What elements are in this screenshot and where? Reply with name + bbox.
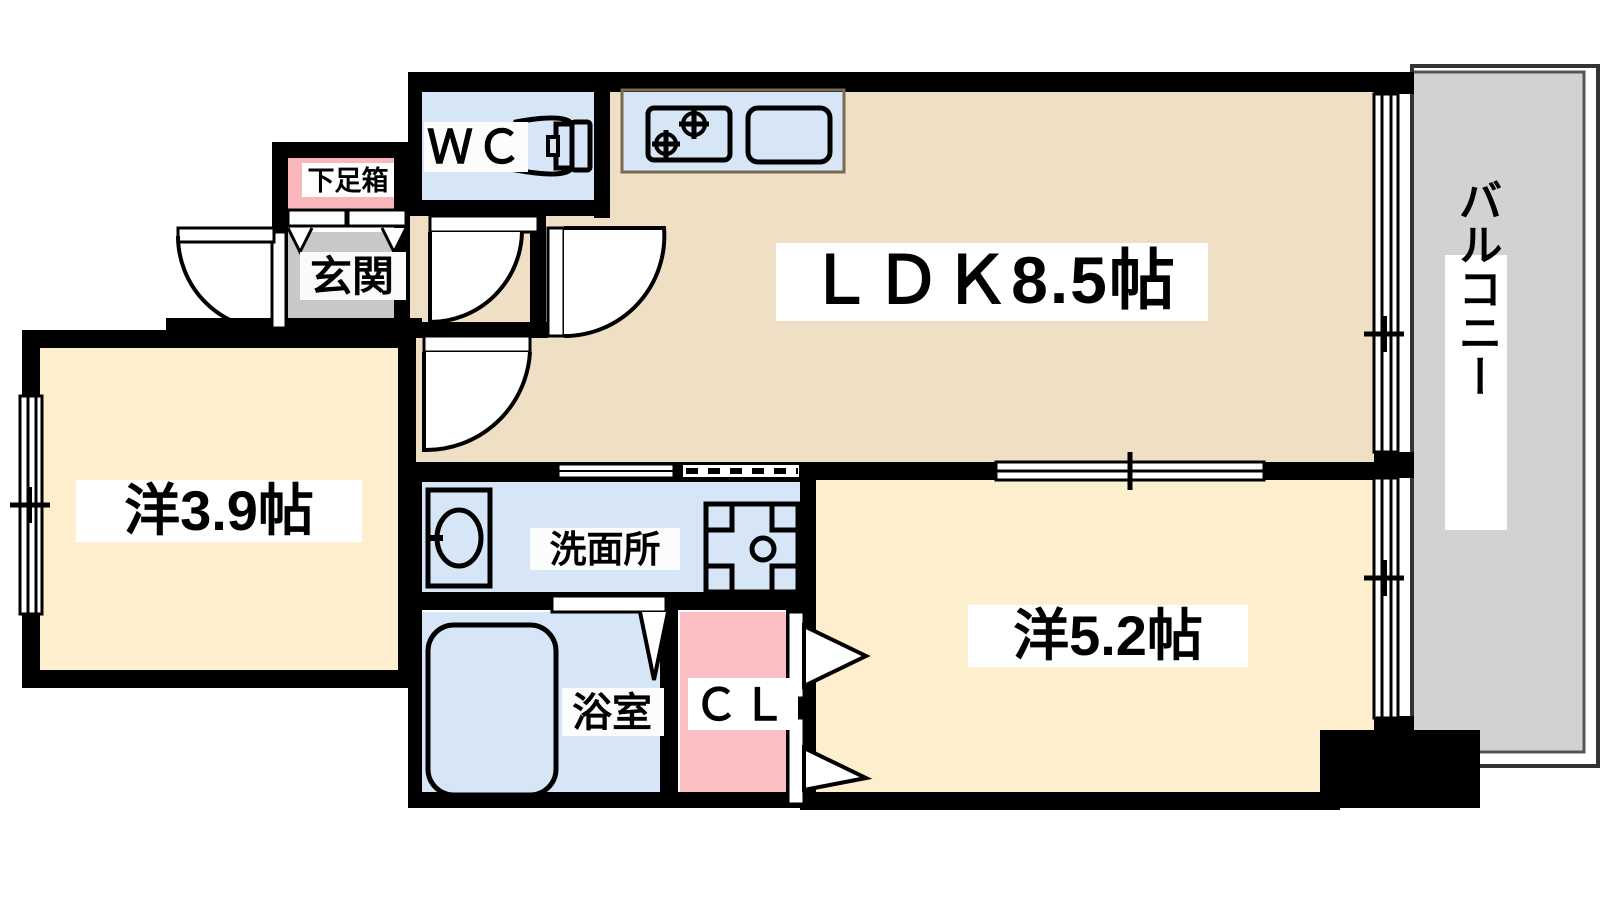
wc-door[interactable] [428,214,540,325]
wall-w2-bottom [800,792,1340,810]
western1-label: 洋3.9帖 [124,479,314,542]
shoe-cabinet-doors[interactable] [286,208,408,256]
ldk-door[interactable] [546,226,667,339]
western-room-1-window[interactable] [10,394,50,616]
wall-corridor-right [530,208,546,338]
shoebox-label-bg [302,163,394,197]
washroom-door[interactable] [556,462,676,480]
wall-w1-bottom [22,670,416,688]
genkan-label-bg [300,252,406,300]
kitchen-counter-outline [620,88,846,174]
wall-water-left [408,462,422,806]
wall-wc-bottom [408,200,610,216]
ldk-label: ＬＤＫ8.5帖 [807,243,1177,317]
western1-label-bg [76,480,362,542]
bedroom-north-window[interactable] [994,452,1266,490]
ldk-bedroom-partition[interactable] [681,463,801,479]
bathroom-door[interactable] [550,594,670,681]
bath-label-bg [562,688,664,736]
openings [10,92,1404,806]
shoebox-label: 下足箱 [308,165,389,196]
ldk-label-bg [776,243,1208,321]
washroom-label: 洗面所 [550,529,661,570]
balcony-label: バルコニー [1452,178,1501,398]
genkan-label: 玄関 [310,253,394,300]
stove-burner-back [679,109,709,139]
wall-wc-right [594,72,610,218]
wc-label-bg [424,122,528,172]
stove-burner-front [652,130,680,158]
bedroom-balcony-sash[interactable] [1364,476,1404,720]
vanity-basin-icon [425,487,493,589]
wall-corridor-bottom [408,322,548,338]
closet-label: ＣＬ [694,681,790,730]
wall-w1-left-upper [22,330,40,396]
washroom-label-bg [530,528,680,570]
wall-corner-notch [1320,730,1396,808]
wall-shoebox-top [272,142,420,158]
wall-balcony-pillar-top [1374,72,1414,94]
western-room-1-door[interactable] [422,334,532,453]
western2-label-bg [968,605,1248,667]
kitchen-sink-icon [745,105,833,165]
western2-label: 洋5.2帖 [1013,604,1203,667]
wall-w1-top [22,330,414,348]
balcony-outer-rail [1410,64,1600,768]
closet-folding-doors[interactable] [786,610,873,806]
entrance-door[interactable] [176,226,288,332]
bathtub-icon [425,622,559,798]
ldk-balcony-sash[interactable] [1364,92,1404,454]
wall-bath-closet-divider [660,600,678,806]
balcony-label-bg [1445,255,1507,530]
fixtures [425,88,846,798]
wall-w1-left-lower [22,612,40,688]
toilet-icon [513,115,593,177]
wall-top-main [408,72,1394,92]
washing-machine-pan-icon [703,501,801,595]
closet-label-bg [688,678,798,730]
room-labels: ＬＤＫ8.5帖 洋3.9帖 洋5.2帖 ＷＣ 洗面所 浴室 ＣＬ 玄関 下足箱 … [76,121,1507,736]
bath-label: 浴室 [572,691,652,735]
wc-label: ＷＣ [427,121,525,173]
